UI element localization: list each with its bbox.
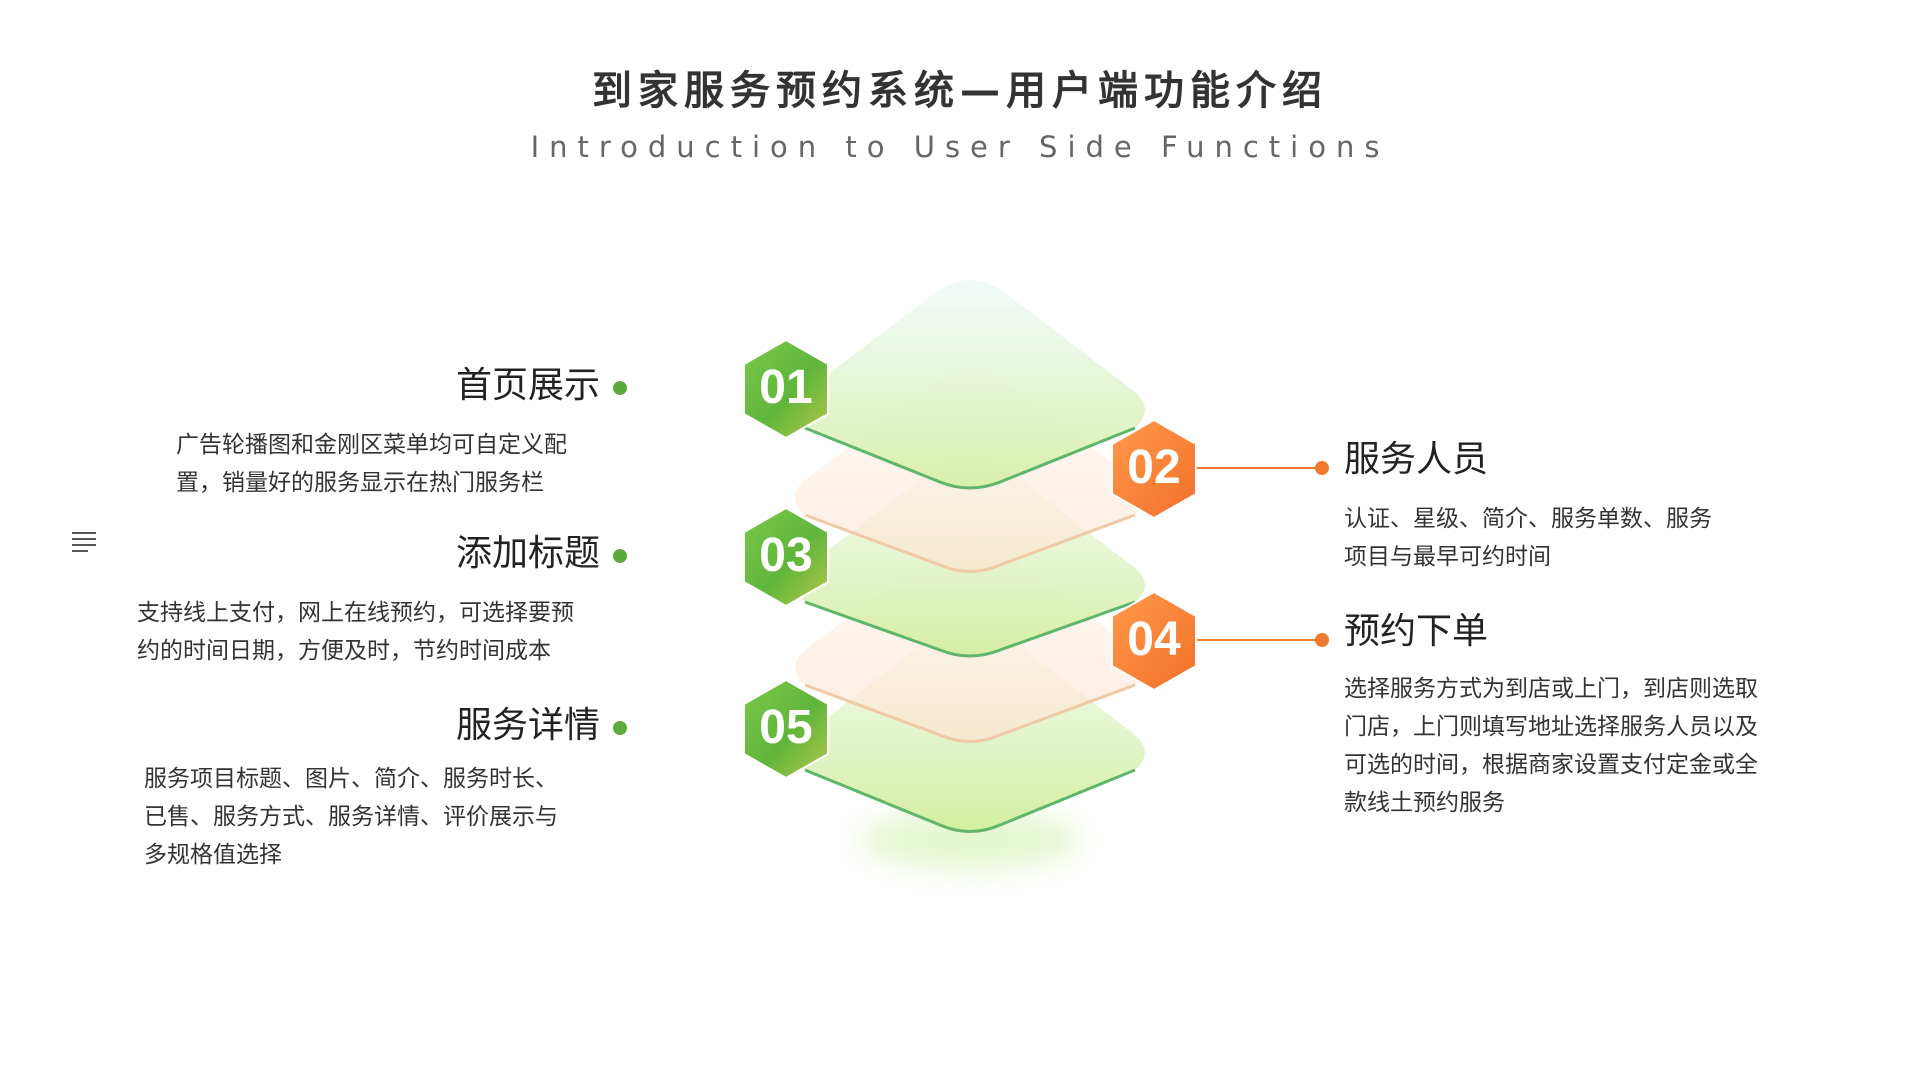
description-04-line: 可选的时间，根据商家设置支付定金或全: [1344, 752, 1758, 778]
description-05-line: 服务项目标题、图片、简介、服务时长、: [144, 766, 558, 792]
hexagon-04: 04: [1111, 591, 1197, 691]
connector-dot-02: [1315, 461, 1329, 475]
description-03-line: 支持线上支付，网上在线预约，可选择要预: [137, 600, 574, 626]
hexagon-01: 01: [743, 339, 829, 439]
page-title: 到家服务预约系统—用户端功能介绍: [592, 68, 1328, 114]
hexagon-04-label: 04: [1127, 613, 1181, 666]
description-05-line: 已售、服务方式、服务详情、评价展示与: [144, 804, 558, 830]
description-02-line: 项目与最早可约时间: [1344, 544, 1551, 570]
description-01-line: 广告轮播图和金刚区菜单均可自定义配: [176, 432, 567, 458]
description-05: 服务项目标题、图片、简介、服务时长、 已售、服务方式、服务详情、评价展示与 多规…: [144, 760, 558, 874]
description-01: 广告轮播图和金刚区菜单均可自定义配 置，销量好的服务显示在热门服务栏: [176, 426, 567, 502]
description-04-line: 门店，上门则填写地址选择服务人员以及: [1344, 714, 1758, 740]
heading-04: 预约下单: [1344, 611, 1489, 652]
description-02-line: 认证、星级、简介、服务单数、服务: [1344, 506, 1712, 532]
hexagon-03-label: 03: [759, 529, 812, 582]
description-03: 支持线上支付，网上在线预约，可选择要预 约的时间日期，方便及时，节约时间成本: [137, 594, 574, 670]
hexagon-05: 05: [743, 679, 829, 779]
connector-dot-03: [613, 549, 627, 563]
connector-dot-01: [613, 381, 627, 395]
description-05-line: 多规格值选择: [144, 842, 282, 868]
heading-01: 首页展示: [455, 365, 600, 406]
description-03-line: 约的时间日期，方便及时，节约时间成本: [137, 638, 551, 664]
connector-dot-05: [613, 721, 627, 735]
page-subtitle: Introduction to User Side Functions: [530, 130, 1390, 164]
hexagon-01-label: 01: [759, 361, 812, 414]
description-04: 选择服务方式为到店或上门，到店则选取 门店，上门则填写地址选择服务人员以及 可选…: [1344, 670, 1758, 822]
plate-1: [795, 280, 1145, 490]
description-04-line: 选择服务方式为到店或上门，到店则选取: [1344, 676, 1758, 702]
heading-03: 添加标题: [455, 533, 600, 574]
connector-dot-04: [1315, 633, 1329, 647]
hexagon-05-label: 05: [759, 701, 812, 754]
description-01-line: 置，销量好的服务显示在热门服务栏: [176, 470, 544, 496]
heading-05: 服务详情: [455, 705, 600, 746]
heading-02: 服务人员: [1344, 439, 1489, 480]
hexagon-02: 02: [1111, 419, 1197, 519]
description-04-line: 款线土预约服务: [1344, 790, 1505, 816]
menu-icon[interactable]: [72, 532, 96, 556]
base-glow: [860, 810, 1080, 870]
hexagon-02-label: 02: [1127, 441, 1180, 494]
description-02: 认证、星级、简介、服务单数、服务 项目与最早可约时间: [1344, 500, 1712, 576]
hexagon-03: 03: [743, 507, 829, 607]
